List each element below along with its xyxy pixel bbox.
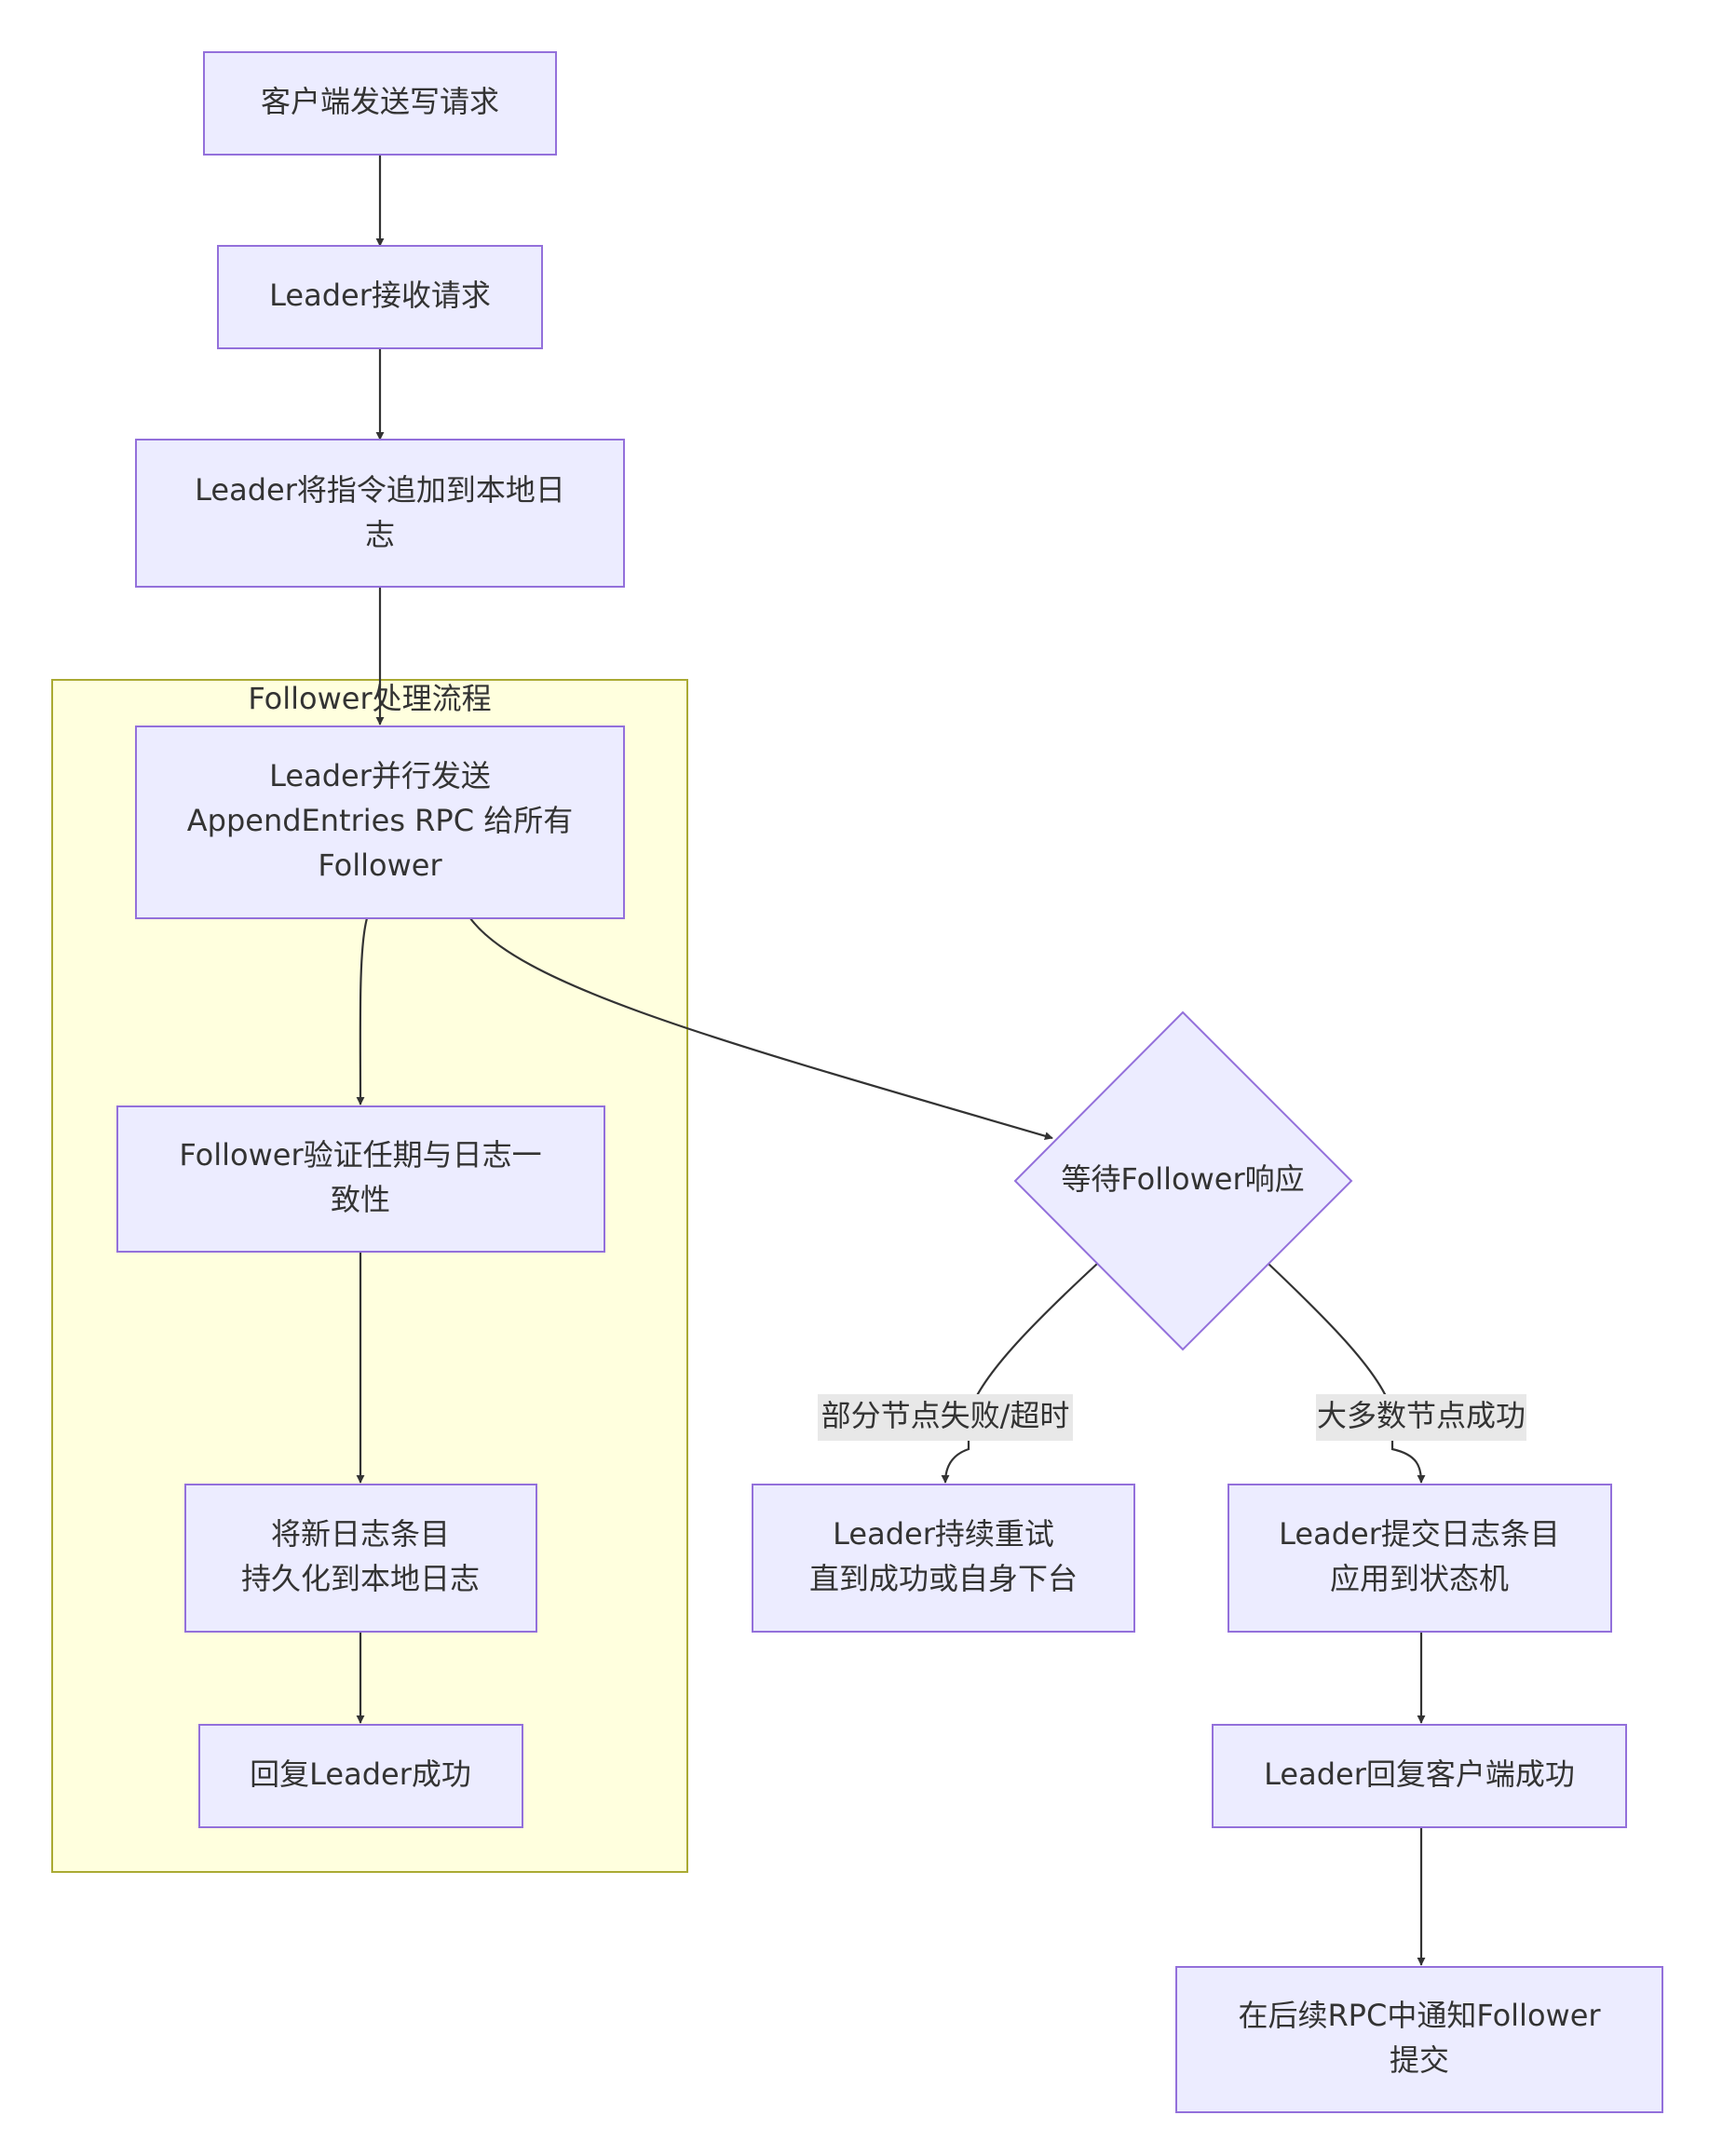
node-leader-retry: Leader持续重试 直到成功或自身下台 — [752, 1484, 1135, 1633]
node-line: 持久化到本地日志 — [241, 1561, 480, 1596]
node-leader-receive: Leader接收请求 — [217, 245, 543, 349]
node-line: 等待Follower响应 — [1061, 1161, 1304, 1197]
node-line: 回复Leader成功 — [250, 1756, 471, 1792]
edges — [356, 155, 1426, 1966]
node-leader-send-rpc: Leader并行发送 AppendEntries RPC 给所有 Followe… — [135, 725, 625, 919]
cluster-title: Follower处理流程 — [248, 681, 491, 716]
node-leader-commit: Leader提交日志条目 应用到状态机 — [1227, 1484, 1612, 1633]
node-line: 志 — [365, 517, 395, 552]
node-reply-client: Leader回复客户端成功 — [1212, 1724, 1627, 1828]
edge-label-text: 部分节点失败/超时 — [821, 1398, 1070, 1433]
node-reply-leader: 回复Leader成功 — [198, 1724, 523, 1828]
edge-label-majority-success: 大多数节点成功 — [1316, 1394, 1526, 1441]
node-wait-response: 等待Follower响应 — [1013, 1010, 1353, 1351]
node-line: 应用到状态机 — [1330, 1561, 1509, 1596]
edge-wait-to-commit — [1268, 1263, 1426, 1484]
node-persist-entry: 将新日志条目 持久化到本地日志 — [184, 1484, 537, 1633]
edge-label-partial-fail: 部分节点失败/超时 — [818, 1394, 1073, 1441]
node-line: Leader接收请求 — [269, 278, 491, 313]
node-line: Leader将指令追加到本地日 — [195, 472, 565, 508]
node-line: 在后续RPC中通知Follower — [1238, 1998, 1601, 2033]
node-line: Follower验证任期与日志一 — [179, 1137, 541, 1173]
node-line: 将新日志条目 — [271, 1516, 450, 1552]
node-follower-verify: Follower验证任期与日志一 致性 — [116, 1105, 605, 1253]
node-line: Leader提交日志条目 — [1279, 1516, 1560, 1552]
edge-send-rpc-to-wait — [469, 917, 1053, 1141]
node-notify-follower: 在后续RPC中通知Follower 提交 — [1175, 1966, 1663, 2113]
node-line: 提交 — [1390, 2042, 1449, 2078]
node-line: Leader回复客户端成功 — [1264, 1756, 1575, 1792]
edge-label-text: 大多数节点成功 — [1317, 1398, 1526, 1433]
node-client-write: 客户端发送写请求 — [203, 51, 557, 156]
node-line: AppendEntries RPC 给所有 — [187, 803, 573, 838]
node-line: 客户端发送写请求 — [261, 84, 499, 119]
edge-send-rpc-to-follower-verify — [356, 917, 369, 1105]
node-line: 直到成功或自身下台 — [809, 1561, 1078, 1596]
node-line: Leader持续重试 — [833, 1516, 1054, 1552]
edge-wait-to-retry — [941, 1263, 1098, 1484]
node-line: Follower — [318, 847, 442, 883]
node-line: 致性 — [331, 1182, 390, 1217]
node-leader-append-local: Leader将指令追加到本地日 志 — [135, 439, 625, 588]
node-line: Leader并行发送 — [269, 758, 491, 793]
